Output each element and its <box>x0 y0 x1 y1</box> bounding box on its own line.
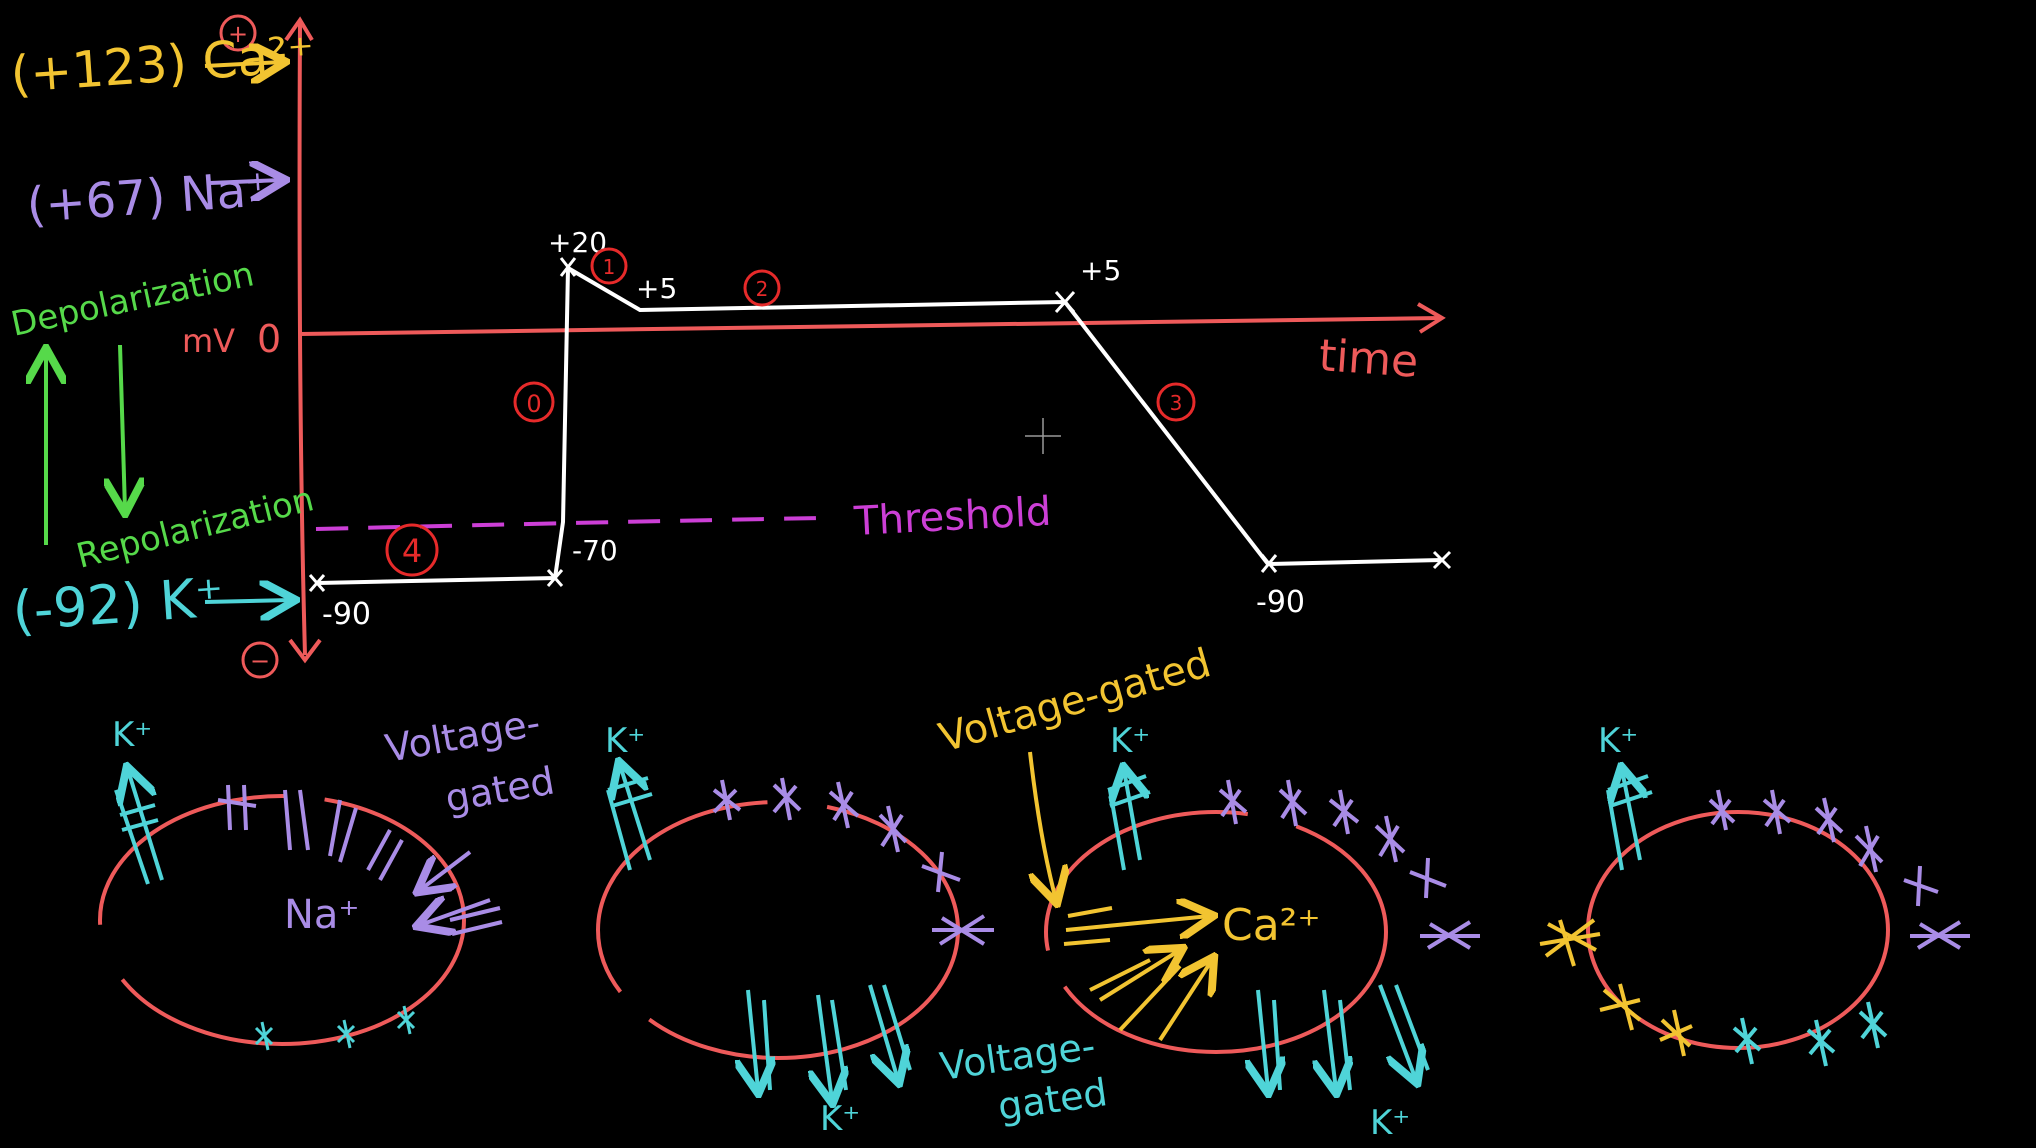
cell-2-k-top-label: K⁺ <box>605 721 645 761</box>
time-axis-label: time <box>1317 330 1420 388</box>
phase-0-label: 0 <box>526 390 541 418</box>
action-potential-trace <box>317 266 1443 585</box>
phase-0-marker: 0 <box>513 381 555 423</box>
cell-1-gated-label: gated <box>442 758 558 820</box>
phase-2-label: 2 <box>756 277 769 301</box>
calcium-arrow <box>204 62 282 66</box>
cell-3-na-channels <box>1218 779 1480 950</box>
minus-sign: − <box>250 647 270 675</box>
threshold-value-label: -70 <box>572 534 618 567</box>
cell-1-voltage-label: Voltage- <box>382 700 544 770</box>
cell-1-k-channel <box>114 770 164 885</box>
x-axis <box>299 302 1446 336</box>
phase-3-label: 3 <box>1170 391 1183 415</box>
plateau-end-value-label: +5 <box>1080 254 1121 287</box>
cell-4-bottom-k-channels <box>1732 1001 1888 1067</box>
cell-4: K⁺ <box>1539 721 1970 1067</box>
cell-4-k-label: K⁺ <box>1598 721 1638 761</box>
mv-label: mV <box>182 322 235 360</box>
phase-3-marker: 3 <box>1156 382 1196 422</box>
cell-3-k-bottom-label: K⁺ <box>1370 1103 1410 1143</box>
plus-sign: + <box>228 20 248 48</box>
cell-1: K⁺ Voltage- gated Na⁺ <box>98 700 558 1051</box>
repolarization-arrow <box>120 344 125 510</box>
phase-1-marker: 1 <box>590 247 628 285</box>
phase-1-label: 1 <box>603 255 616 279</box>
phase-4-marker: 4 <box>385 523 439 577</box>
sodium-arrow <box>209 180 282 183</box>
cell-4-k-channel <box>1608 770 1653 871</box>
cell-3-ca-label: Ca²⁺ <box>1222 900 1321 951</box>
rest-right-value-label: -90 <box>1256 585 1305 620</box>
plateau-start-value-label: +5 <box>636 272 677 305</box>
positive-sign-icon: + <box>219 14 257 52</box>
cell-1-na-label: Na⁺ <box>284 892 360 938</box>
phase-4-label: 4 <box>402 532 422 570</box>
phase-2-marker: 2 <box>743 269 781 307</box>
trace-markers <box>308 257 1452 592</box>
repolarization-label: Repolarization <box>73 479 318 577</box>
cell-4-ca-channels <box>1539 918 1693 1057</box>
cell-3-bottom-k-channels <box>1258 984 1430 1090</box>
cell-3-k-top-label: K⁺ <box>1110 721 1150 761</box>
cell-3-k-channel <box>1108 770 1151 871</box>
zero-label: 0 <box>257 317 281 361</box>
cell-2-na-channels <box>712 777 994 946</box>
potassium-equilibrium-label: (-92) K⁺ <box>11 565 226 643</box>
y-axis <box>284 16 322 664</box>
threshold-label: Threshold <box>852 489 1052 545</box>
cell-2-k-bottom-label: K⁺ <box>820 1099 860 1139</box>
cell-1-bottom-k-channels <box>254 1005 416 1051</box>
cell-3-ca-channels <box>1063 908 1212 1042</box>
cell-2-k-channel <box>606 765 653 871</box>
cell-3-voltage-gated-label: Voltage-gated <box>934 640 1216 761</box>
sodium-equilibrium-label: (+67) Na⁺ <box>25 161 273 234</box>
threshold-line <box>315 516 821 531</box>
cell-3-voltage-arrow <box>1028 751 1056 900</box>
cursor-crosshair-icon <box>1025 418 1061 454</box>
rest-left-value-label: -90 <box>322 597 371 632</box>
cell-1-na-channels <box>217 784 503 934</box>
potassium-arrow <box>204 600 292 602</box>
negative-sign-icon: − <box>241 641 279 679</box>
cell-2-bottom-k-channels <box>748 984 910 1100</box>
cell-1-k-label: K⁺ <box>112 715 152 755</box>
cell-4-na-channels <box>1708 789 1970 950</box>
